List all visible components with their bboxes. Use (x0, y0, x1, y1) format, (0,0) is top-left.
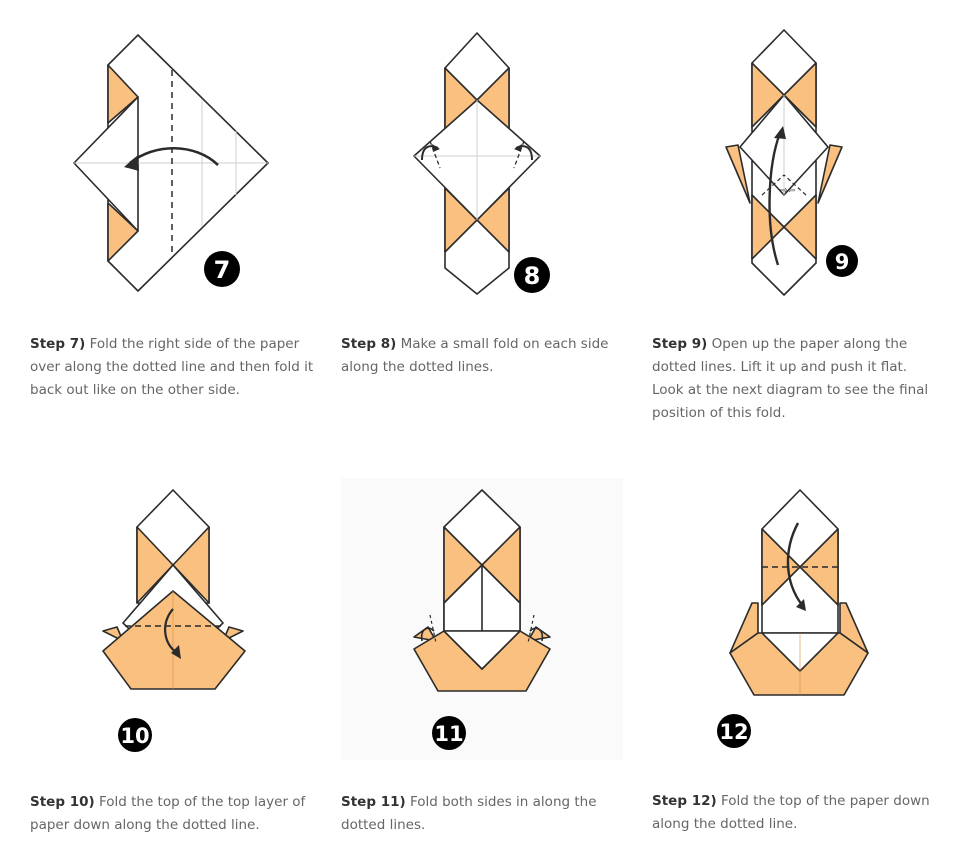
svg-text:9: 9 (835, 250, 850, 274)
step-text: Fold the right side of the paper over al… (30, 336, 314, 398)
step-label: Step 11) (341, 794, 406, 810)
step-11-caption: Step 11) Fold both sides in along the do… (341, 791, 631, 837)
svg-text:8: 8 (524, 262, 541, 290)
svg-text:10: 10 (120, 724, 149, 748)
step-label: Step 7) (30, 336, 86, 352)
step-8-caption: Step 8) Make a small fold on each side a… (341, 333, 631, 379)
step-9-badge: 9 (826, 245, 858, 277)
svg-text:⇨⇦: ⇨⇦ (780, 186, 795, 196)
step-10-diagram: 10 (102, 489, 246, 752)
step-8-badge: 8 (514, 257, 550, 293)
svg-text:7: 7 (214, 256, 231, 284)
step-7-badge: 7 (204, 251, 240, 287)
svg-text:12: 12 (719, 720, 748, 744)
step-8-diagram: 8 (413, 32, 550, 295)
step-12-diagram: 12 (717, 489, 869, 748)
step-text: Make a small fold on each side along the… (341, 336, 609, 375)
step-text: Fold the top of the paper down along the… (652, 793, 930, 832)
step-7-diagram: 7 (73, 34, 269, 292)
step-text: Fold both sides in along the dotted line… (341, 794, 597, 833)
step-12-badge: 12 (717, 714, 751, 748)
step-9-caption: Step 9) Open up the paper along the dott… (652, 333, 942, 425)
svg-text:11: 11 (434, 722, 463, 746)
step-12-caption: Step 12) Fold the top of the paper down … (652, 790, 942, 836)
step-label: Step 12) (652, 793, 717, 809)
step-label: Step 10) (30, 794, 95, 810)
step-11-badge: 11 (432, 716, 466, 750)
step-11-diagram: 11 (413, 489, 551, 750)
step-label: Step 8) (341, 336, 397, 352)
step-7-caption: Step 7) Fold the right side of the paper… (30, 333, 320, 402)
step-10-badge: 10 (118, 718, 152, 752)
step-9-diagram: ⇨⇦ 9 (725, 29, 858, 296)
step-text: Open up the paper along the dotted lines… (652, 336, 929, 421)
step-10-caption: Step 10) Fold the top of the top layer o… (30, 791, 320, 837)
step-label: Step 9) (652, 336, 708, 352)
step-text: Fold the top of the top layer of paper d… (30, 794, 306, 833)
